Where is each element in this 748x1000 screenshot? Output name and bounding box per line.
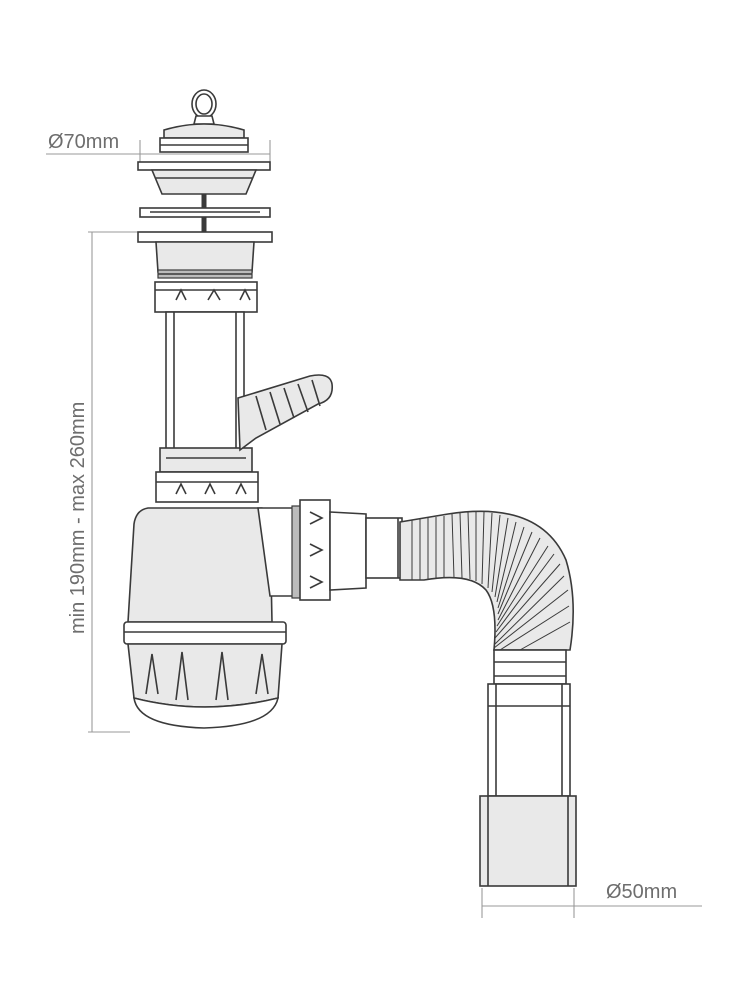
bottle-trap <box>123 507 297 729</box>
vertical-pipe <box>159 311 253 473</box>
upper-nut <box>154 281 258 313</box>
top-diameter-label: Ø70mm <box>48 131 119 153</box>
top-diameter-dimension: Ø70mm <box>46 131 271 168</box>
outlet-nut <box>291 499 403 601</box>
height-dimension: min 190mm - max 260mm <box>67 231 150 733</box>
sink-outlet <box>137 231 273 279</box>
outlet-diameter-dimension: Ø50mm <box>481 881 702 918</box>
outlet-pipe <box>479 649 577 887</box>
height-range-label: min 190mm - max 260mm <box>67 402 89 634</box>
flexible-hose <box>399 510 574 651</box>
outlet-diameter-label: Ø50mm <box>606 881 677 903</box>
overflow-nozzle <box>237 374 334 452</box>
strainer <box>137 161 271 232</box>
plug-stopper <box>159 89 249 153</box>
middle-nut <box>155 471 259 503</box>
